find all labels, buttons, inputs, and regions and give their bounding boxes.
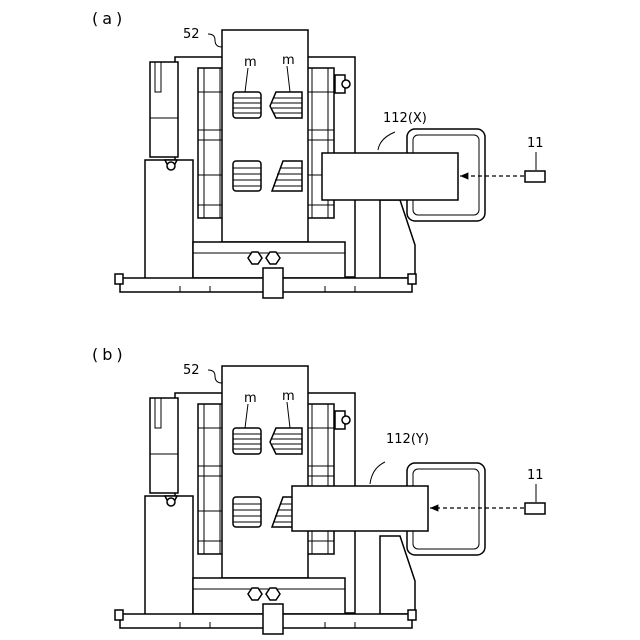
panel-a: (a) 52 m m 112(X) 11: [92, 9, 545, 298]
panel-label: (a): [92, 9, 126, 28]
unit-leader: [378, 132, 395, 150]
frame-label: 52: [183, 363, 200, 378]
item-label-left: m: [244, 55, 257, 70]
unit-leader: [370, 462, 385, 484]
sensor-label: 11: [527, 136, 544, 151]
unit-label: 112(X): [383, 111, 427, 126]
panel-b: (b) 52 m m 112(Y) 11: [92, 345, 545, 634]
item-label-left: m: [244, 391, 257, 406]
panel-label: (b): [92, 345, 127, 364]
frame-leader: [208, 34, 222, 47]
sliding-unit: [292, 486, 428, 531]
frame-label: 52: [183, 27, 200, 42]
sensor-label: 11: [527, 468, 544, 483]
unit-label: 112(Y): [386, 432, 429, 447]
sliding-unit: [322, 153, 458, 200]
item-label-right: m: [282, 389, 295, 404]
sensor: [525, 503, 545, 514]
sensor: [525, 171, 545, 182]
item-label-right: m: [282, 53, 295, 68]
frame-leader: [208, 370, 222, 383]
